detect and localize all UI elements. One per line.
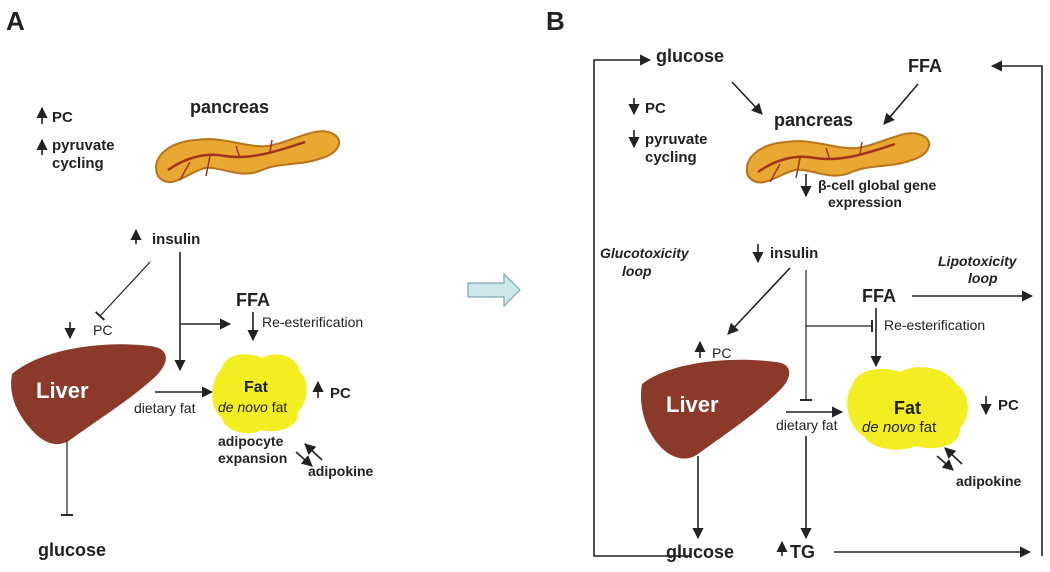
glucotoxicity-loop-label: loop [622, 263, 652, 279]
expression-label: expression [828, 194, 902, 210]
adipokine-arrow-down [295, 451, 313, 467]
lipotoxicity-loop-label: loop [968, 270, 998, 286]
reesterification-label: Re-esterification [262, 314, 363, 330]
panel-a-label: A [6, 6, 25, 36]
glucose-label: glucose [38, 540, 106, 560]
ffa-pancreas-arrow [883, 83, 919, 125]
fat-shape [212, 354, 307, 434]
adipokine-arrow-up [944, 447, 963, 465]
dietary-fat-label: dietary fat [134, 400, 196, 416]
pc-liver-label: PC [712, 345, 731, 361]
pc-fat-label: PC [330, 385, 351, 402]
beta-cell-label: β-cell global gene [818, 177, 936, 193]
panel-a: A PC pyruvate cycling pancreas insulin P… [6, 6, 374, 560]
de-novo-fat-label: de novo fat [862, 419, 937, 436]
expansion-label: expansion [218, 450, 287, 466]
fat-suffix-text: fat [268, 399, 288, 415]
ffa-label: FFA [862, 286, 896, 306]
lipotoxicity-loop-line [990, 60, 1043, 556]
de-novo-fat-label: de novo fat [218, 399, 287, 415]
liver-label: Liver [36, 378, 89, 403]
cycling-label: cycling [52, 155, 104, 172]
glucotoxicity-label: Glucotoxicity [600, 245, 690, 261]
transition-arrow-icon [467, 272, 521, 308]
glucotoxicity-loop-line [593, 54, 690, 557]
adipokine-label: adipokine [956, 473, 1022, 489]
panel-b: B glucose FFA PC pyruvate cycling pancre… [546, 6, 1043, 562]
adipokine-label: adipokine [308, 463, 374, 479]
pancreas-icon [155, 130, 340, 183]
fat-label: Fat [894, 398, 921, 418]
dietary-fat-label: dietary fat [776, 417, 838, 433]
fat-suffix-text: fat [915, 419, 937, 436]
lipotoxicity-label: Lipotoxicity [938, 253, 1018, 269]
pyruvate-label: pyruvate [645, 131, 708, 148]
pc-label: PC [52, 109, 73, 126]
pc-liver-label: PC [93, 322, 112, 338]
pc-fat-label: PC [998, 397, 1019, 414]
reesterification-label: Re-esterification [884, 317, 985, 333]
panel-b-label: B [546, 6, 565, 36]
pancreas-label: pancreas [774, 110, 853, 130]
pyruvate-label: pyruvate [52, 137, 115, 154]
pc-label: PC [645, 100, 666, 117]
adipokine-arrow-down [936, 455, 954, 471]
ffa-top-label: FFA [908, 56, 942, 76]
liver-label: Liver [666, 392, 719, 417]
pancreas-icon [745, 132, 930, 184]
insulin-label: insulin [152, 231, 200, 248]
insulin-label: insulin [770, 245, 818, 262]
fat-shape [847, 367, 968, 450]
tg-label: TG [790, 542, 815, 562]
de-novo-text: de novo [862, 419, 915, 436]
inhibition-line [94, 261, 151, 321]
adipokine-arrow-up [304, 443, 323, 461]
liver-shape [11, 344, 166, 445]
fat-label: Fat [244, 379, 269, 396]
de-novo-text: de novo [218, 399, 268, 415]
glucose-top-label: glucose [656, 46, 724, 66]
ffa-label: FFA [236, 290, 270, 310]
adipocyte-label: adipocyte [218, 433, 284, 449]
liver-shape [640, 359, 790, 459]
glucose-pancreas-arrow [731, 81, 763, 115]
glucose-bottom-label: glucose [666, 542, 734, 562]
cycling-label: cycling [645, 149, 697, 166]
pancreas-label: pancreas [190, 97, 269, 117]
insulin-pc-arrow [727, 267, 791, 335]
